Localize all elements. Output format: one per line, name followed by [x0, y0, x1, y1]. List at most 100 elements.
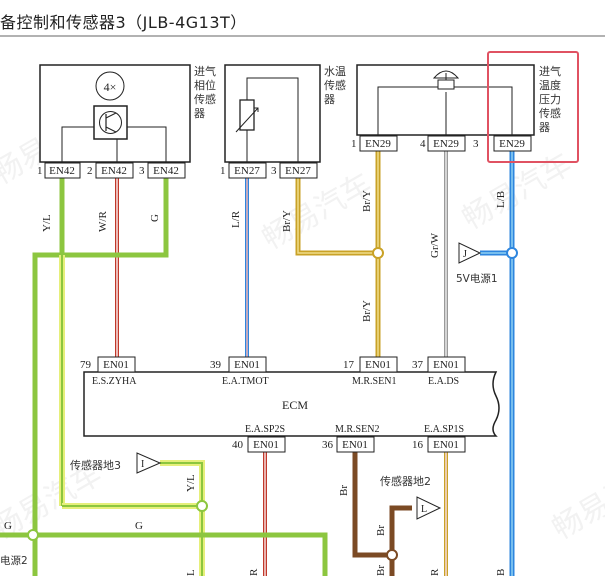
pin-en01-40: 40 EN01 — [232, 436, 286, 453]
svg-text:EN01: EN01 — [433, 359, 459, 371]
wire-label-grw: Gr/W — [429, 232, 441, 258]
pin-en01-37: 37 EN01 — [412, 356, 466, 373]
ecm-signal-sen1: M.R.SEN1 — [352, 376, 396, 387]
ecm-signal-sp2s: E.A.SP2S — [245, 424, 285, 435]
wire-label-yl: Y/L — [41, 214, 53, 232]
wire-label-wr: W/R — [97, 211, 109, 232]
svg-text:EN42: EN42 — [49, 165, 75, 177]
pin-en27-1: 1 EN27 — [220, 162, 267, 179]
ecm-signal-sp1s: E.A.SP1S — [424, 424, 464, 435]
watermark-text-5: 畅易汽车 — [547, 457, 605, 547]
pin-en01-36: 36 EN01 — [322, 436, 375, 453]
pin-en29-1: 1 EN29 — [351, 135, 398, 152]
svg-text:EN01: EN01 — [234, 359, 260, 371]
pressure-element-icon — [437, 79, 455, 90]
svg-text:EN27: EN27 — [234, 165, 260, 177]
svg-text:EN29: EN29 — [365, 138, 391, 150]
svg-text:I: I — [141, 459, 144, 470]
highlight-box — [487, 51, 579, 163]
ecm-signal-tmot: E.A.TMOT — [222, 376, 269, 387]
svg-text:L: L — [421, 504, 427, 515]
svg-text:3: 3 — [139, 165, 145, 177]
wire-yl-cam — [32, 178, 65, 576]
wire-label-bry-coolant: Br/Y — [281, 210, 293, 232]
ecm-signal-sen2: M.R.SEN2 — [335, 424, 379, 435]
wire-label-g-left: G — [4, 520, 12, 532]
svg-text:2: 2 — [87, 165, 93, 177]
ref-j-5v-supply: J 5V电源1 — [456, 242, 498, 285]
wire-label-b: B — [495, 569, 507, 576]
wire-label-r-ecm40: R — [248, 568, 260, 576]
pin-en42-1: 1 EN42 — [37, 162, 81, 179]
cam-sensor: 4× 进气 相位 传感 器 — [39, 64, 220, 163]
svg-text:16: 16 — [412, 439, 424, 451]
wire-label-bry-map: Br/Y — [361, 190, 373, 212]
splice-bry — [372, 247, 384, 259]
ref-bottom-left-label: 电源2 — [0, 554, 28, 567]
ecm-signal-ds: E.A.DS — [428, 376, 459, 387]
svg-text:传感器地2: 传感器地2 — [380, 475, 431, 488]
wire-label-l: L — [185, 569, 197, 576]
wire-label-g-cam: G — [149, 214, 161, 222]
svg-text:EN01: EN01 — [253, 439, 279, 451]
wire-label-br-ecm: Br — [338, 485, 350, 496]
svg-text:17: 17 — [343, 359, 355, 371]
ref-i-sensor-ground3: I 传感器地3 — [70, 452, 162, 474]
map-sensor: 进气 温度 压力 传感 器 — [356, 51, 579, 163]
pin-en01-79: 79 EN01 — [80, 356, 136, 373]
svg-text:EN27: EN27 — [285, 165, 311, 177]
map-sensor-label: 进气 温度 压力 传感 器 — [539, 64, 565, 134]
svg-text:1: 1 — [351, 138, 357, 150]
thermistor-icon — [239, 99, 255, 131]
pin-en29-3: 3 EN29 — [473, 135, 532, 152]
ecm-label: ECM — [282, 398, 308, 412]
svg-text:40: 40 — [232, 439, 244, 451]
coolant-sensor-label: 水温 传感 器 — [324, 65, 350, 106]
svg-text:EN01: EN01 — [103, 359, 129, 371]
svg-text:37: 37 — [412, 359, 424, 371]
splice-br-bottom — [386, 549, 398, 561]
pin-en42-2: 2 EN42 — [87, 162, 134, 179]
watermark-text-2: 畅易汽车 — [257, 167, 378, 257]
wire-label-br-bottom: Br — [375, 565, 387, 576]
cam-sensor-symbol-text: 4× — [104, 80, 117, 94]
pin-en01-16: 16 EN01 — [412, 436, 466, 453]
svg-text:EN42: EN42 — [101, 165, 127, 177]
svg-text:5V电源1: 5V电源1 — [456, 272, 498, 285]
pin-en01-17: 17 EN01 — [343, 356, 398, 373]
page-title: 备控制和传感器3（JLB-4G13T） — [0, 13, 247, 32]
svg-text:3: 3 — [271, 165, 277, 177]
svg-text:EN29: EN29 — [499, 138, 525, 150]
svg-text:EN42: EN42 — [153, 165, 179, 177]
wire-label-lb: L/B — [495, 191, 507, 208]
ecm-module: ECM E.S.ZYHA E.A.TMOT M.R.SEN1 E.A.DS E.… — [83, 371, 500, 437]
pin-en27-3: 3 EN27 — [271, 162, 318, 179]
svg-text:EN29: EN29 — [433, 138, 459, 150]
svg-text:1: 1 — [37, 165, 43, 177]
svg-text:36: 36 — [322, 439, 334, 451]
wire-label-bry-ecm: Br/Y — [361, 300, 373, 322]
svg-text:EN01: EN01 — [365, 359, 391, 371]
svg-text:J: J — [463, 249, 467, 260]
wire-l-ground3 — [160, 460, 205, 576]
pin-en29-4: 4 EN29 — [420, 135, 466, 152]
wire-label-yl-bottom: Y/L — [185, 474, 197, 492]
pin-en01-39: 39 EN01 — [210, 356, 267, 373]
wire-g-cam — [62, 178, 169, 258]
svg-text:3: 3 — [473, 138, 479, 150]
wire-label-lr: L/R — [230, 210, 242, 228]
splice-g — [27, 529, 39, 541]
coolant-temp-sensor: 水温 传感 器 — [224, 64, 350, 163]
ecm-signal-zyha: E.S.ZYHA — [92, 376, 137, 387]
wire-bry-coolant — [295, 178, 378, 256]
pin-en42-3: 3 EN42 — [139, 162, 186, 179]
svg-text:4: 4 — [420, 138, 426, 150]
cam-sensor-label: 进气 相位 传感 器 — [194, 64, 220, 120]
wire-label-br-ground: Br — [375, 525, 387, 536]
svg-text:传感器地3: 传感器地3 — [70, 459, 121, 472]
transistor-icon — [93, 105, 128, 140]
ref-l-sensor-ground2: L 传感器地2 — [380, 475, 442, 520]
svg-text:EN01: EN01 — [433, 439, 459, 451]
